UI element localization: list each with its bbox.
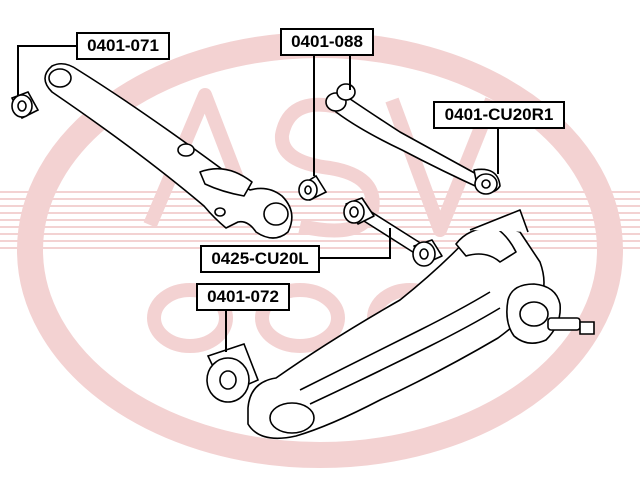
bushing-0401-071 [10, 91, 40, 120]
part-label-0401-072: 0401-072 [196, 283, 290, 311]
leader-lines [17, 45, 499, 352]
bushing-0401-072 [206, 343, 260, 403]
lower-trailing-arm [247, 209, 545, 440]
bushing-0401-088 [298, 83, 356, 202]
bushing-0401-CU20R1 [474, 173, 498, 195]
part-label-0401-CU20R1: 0401-CU20R1 [433, 101, 565, 129]
wheel-hub [506, 283, 595, 344]
upper-left-control-arm [44, 62, 293, 239]
upper-right-link-arm [325, 91, 501, 194]
part-label-0401-071: 0401-071 [76, 32, 170, 60]
part-label-0425-CU20L: 0425-CU20L [200, 245, 320, 273]
part-label-0401-088: 0401-088 [280, 28, 374, 56]
